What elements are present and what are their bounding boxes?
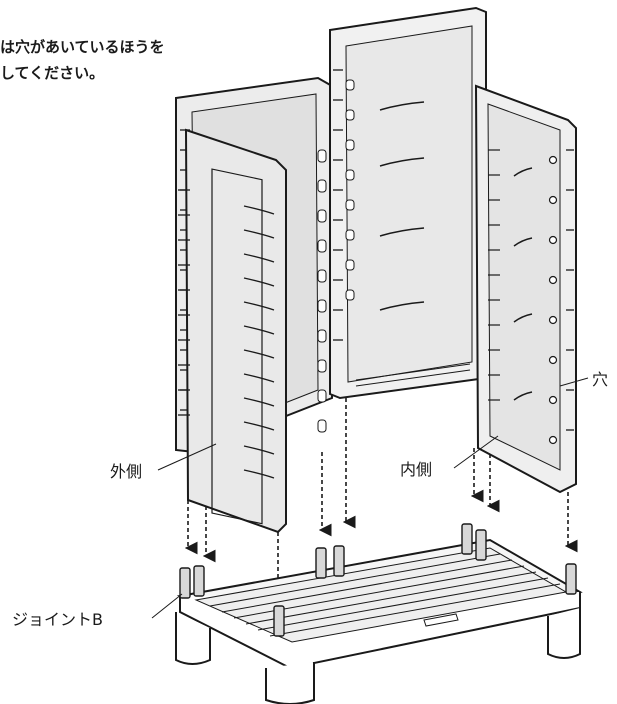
- right-panel-holes: [548, 155, 558, 445]
- instruction-line-1: は穴があいているほうを: [0, 38, 165, 56]
- label-inner-side: 内側: [400, 460, 433, 479]
- center-panel-pegs: [345, 79, 355, 301]
- leader-joint-b: [151, 593, 183, 619]
- leader-lines: [151, 377, 589, 619]
- leader-inner-side: [453, 435, 499, 469]
- base-legs: [175, 608, 581, 704]
- label-joint-b: ジョイントB: [12, 610, 103, 629]
- center-back-panel: [329, 6, 487, 400]
- front-left-panel: [178, 128, 287, 534]
- right-panel-edge-ribs: [566, 149, 574, 431]
- leader-outer-side: [157, 443, 217, 471]
- front-left-panel-edge-ribs: [178, 189, 190, 416]
- instruction-text: は穴があいているほうを してください。: [0, 34, 165, 86]
- right-panel-inner-ribs: [488, 149, 500, 401]
- right-panel: [474, 84, 577, 494]
- center-panel-slots: [379, 101, 425, 311]
- center-panel-left-ribs: [333, 69, 343, 341]
- label-outer-side: 外側: [110, 462, 143, 481]
- base-handle: [423, 613, 459, 627]
- joint-b-parts: [179, 523, 577, 637]
- front-left-panel-ribs: [243, 205, 275, 479]
- drop-arrows: [184, 398, 578, 591]
- back-left-panel-pegs: [317, 149, 327, 433]
- right-panel-slots: [513, 167, 533, 401]
- leader-hole: [559, 377, 589, 387]
- base-unit: [175, 523, 583, 704]
- instruction-line-2: してください。: [0, 64, 105, 82]
- label-hole: 穴: [592, 370, 609, 389]
